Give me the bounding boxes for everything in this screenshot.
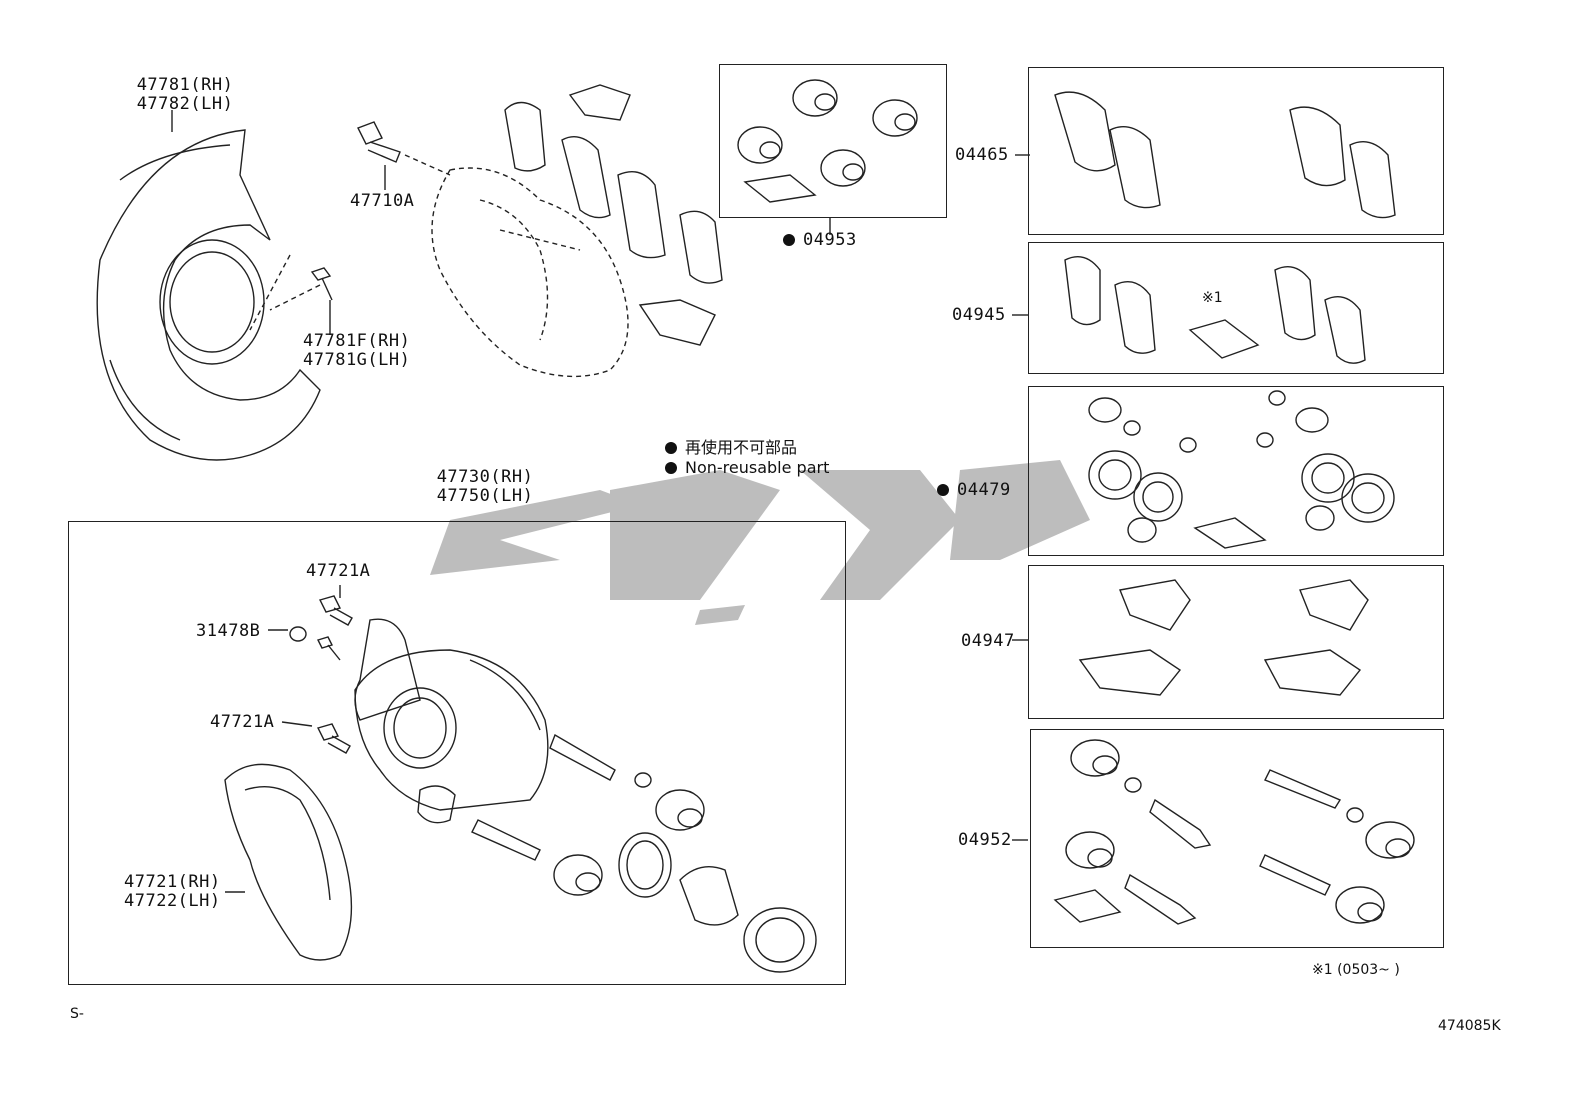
kit-04479-box xyxy=(1028,386,1444,556)
kit-04465-drawing xyxy=(1054,91,1396,219)
label-mark-1: ※1 xyxy=(1202,290,1223,306)
label-kit-04953: 04953 xyxy=(783,231,857,250)
label-kit-04945: 04945 xyxy=(952,305,1006,325)
label-caliper-lh: 47750(LH) xyxy=(436,486,534,506)
label-bleeder-31478b: 31478B xyxy=(196,621,261,641)
kit-04945-drawing xyxy=(1064,256,1366,364)
non-reusable-dot-icon xyxy=(937,484,949,496)
non-reusable-dot-icon xyxy=(783,234,795,246)
shield-bolt-drawing xyxy=(249,254,333,331)
label-shield-bolt-lh: 47781G(LH) xyxy=(303,350,411,370)
label-bolt-47710a: 47710A xyxy=(350,191,415,211)
kit-04945-box xyxy=(1028,242,1444,374)
kit-04479-drawing xyxy=(1088,390,1395,549)
caliper-assembly-box xyxy=(68,521,846,985)
legend-english-text: Non-reusable part xyxy=(685,458,830,477)
legend-dot-icon xyxy=(665,442,677,454)
corner-right-code: 474085K xyxy=(1438,1018,1501,1034)
caliper-assembly-drawing xyxy=(354,618,817,973)
label-shield-bolt: 47781F(RH) 47781G(LH) xyxy=(303,332,410,370)
label-shield: 47781(RH) 47782(LH) xyxy=(130,76,240,114)
label-bolt-47721a-top: 47721A xyxy=(306,561,371,581)
mounting-bracket-drawing xyxy=(224,763,353,961)
kit-04953-drawing xyxy=(737,79,918,203)
label-shield-rh: 47781(RH) xyxy=(136,75,234,95)
corner-left-code: S- xyxy=(70,1006,84,1022)
footnote: ※1 (0503~ ) xyxy=(1312,962,1400,978)
lower-bolts-drawing xyxy=(289,595,353,754)
dust-shield-drawing xyxy=(96,129,321,461)
label-mount-lh: 47722(LH) xyxy=(124,891,221,911)
legend-japanese: 再使用不可部品 xyxy=(665,434,797,458)
legend-japanese-text: 再使用不可部品 xyxy=(685,438,798,457)
label-mount: 47721(RH) 47722(LH) xyxy=(124,873,221,911)
upper-brake-pads-drawing xyxy=(504,84,723,346)
label-bolt-47721a-mid: 47721A xyxy=(210,712,275,732)
kit-04952-drawing xyxy=(1053,739,1415,925)
kit-04952-box xyxy=(1030,729,1444,948)
kit-04947-drawing xyxy=(1078,579,1369,696)
label-kit-04479-text: 04479 xyxy=(957,480,1011,500)
label-caliper-rh: 47730(RH) xyxy=(436,467,534,487)
label-caliper: 47730(RH) 47750(LH) xyxy=(430,468,540,506)
label-shield-bolt-rh: 47781F(RH) xyxy=(303,331,411,351)
caliper-outline-drawing xyxy=(431,167,629,378)
legend-dot-icon xyxy=(665,462,677,474)
label-shield-lh: 47782(LH) xyxy=(136,94,234,114)
label-mount-rh: 47721(RH) xyxy=(124,872,221,892)
bolt-47710a-drawing xyxy=(357,121,401,163)
kit-04947-box xyxy=(1028,565,1444,719)
label-kit-04952: 04952 xyxy=(958,830,1012,850)
label-kit-04953-text: 04953 xyxy=(803,230,857,250)
label-kit-04465: 04465 xyxy=(955,145,1009,165)
kit-04465-box xyxy=(1028,67,1444,235)
label-kit-04479: 04479 xyxy=(937,481,1011,500)
label-kit-04947: 04947 xyxy=(961,631,1015,651)
kit-04953-box xyxy=(719,64,947,218)
legend-english: Non-reusable part xyxy=(665,458,829,477)
